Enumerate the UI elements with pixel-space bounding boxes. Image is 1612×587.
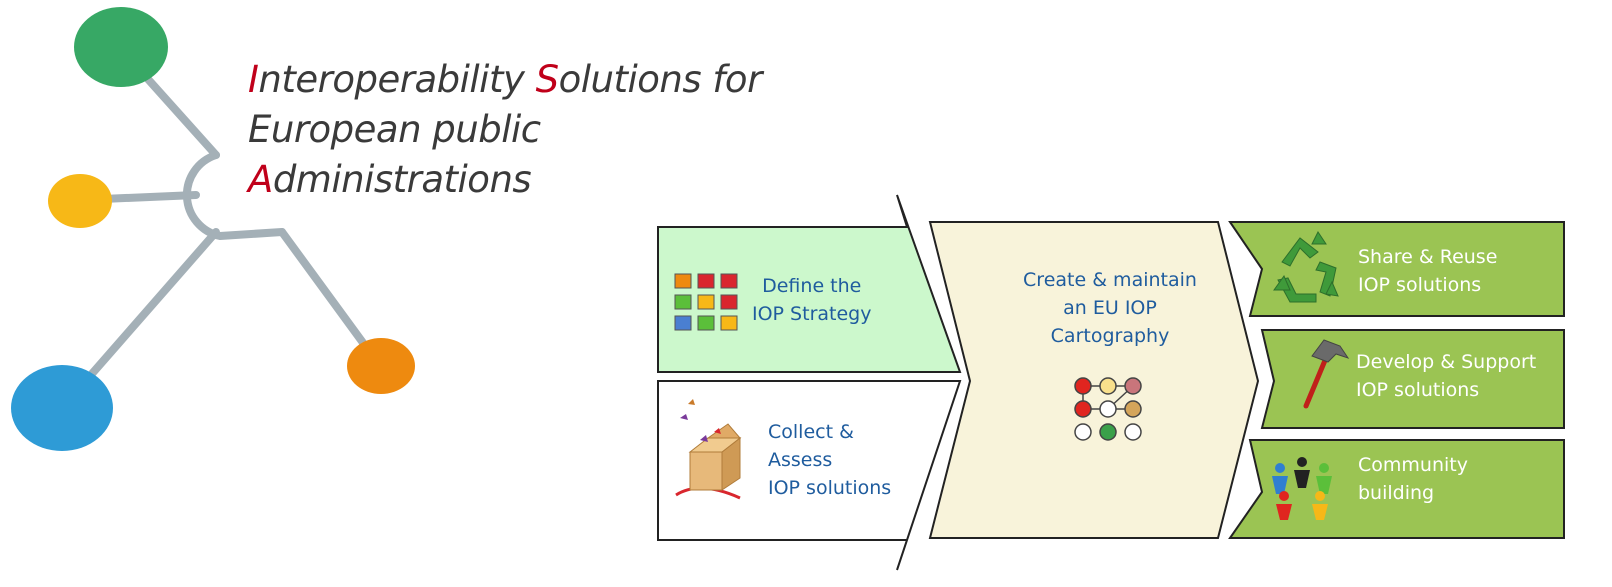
- title-line-3: Administrations: [248, 158, 532, 201]
- community-people-icon: [1272, 457, 1332, 520]
- logo-node-green: [74, 7, 168, 87]
- strategy-grid-icon: [674, 273, 738, 331]
- define-strategy-label: Define the IOP Strategy: [752, 275, 872, 325]
- isa-title: Interoperability Solutions for European …: [248, 55, 762, 205]
- cartography-label: Create & maintain an EU IOP Cartography: [1023, 269, 1197, 347]
- logo-node-orange: [347, 338, 415, 394]
- collect-assess-box: [657, 380, 962, 571]
- collect-assess-label: Collect & Assess IOP solutions: [768, 421, 892, 499]
- title-line-1: Interoperability Solutions for: [248, 58, 762, 101]
- title-line-2: European public: [248, 108, 541, 151]
- recycle-icon: [1273, 231, 1339, 303]
- isa-logo: [11, 7, 415, 451]
- develop-support-label: Develop & Support IOP solutions: [1356, 351, 1537, 401]
- gift-box-icon: [675, 399, 742, 500]
- logo-node-blue: [11, 365, 113, 451]
- cartography-graph-icon: [1074, 377, 1142, 441]
- share-reuse-box: [1228, 221, 1565, 317]
- hammer-icon: [1303, 339, 1350, 409]
- community-building-box: [1228, 439, 1565, 539]
- logo-node-yellow: [48, 174, 112, 228]
- community-building-label: Community building: [1358, 454, 1468, 504]
- cartography-chevron: [928, 221, 1260, 539]
- logo-hub-arc: [182, 151, 286, 240]
- share-reuse-label: Share & Reuse IOP solutions: [1358, 246, 1498, 296]
